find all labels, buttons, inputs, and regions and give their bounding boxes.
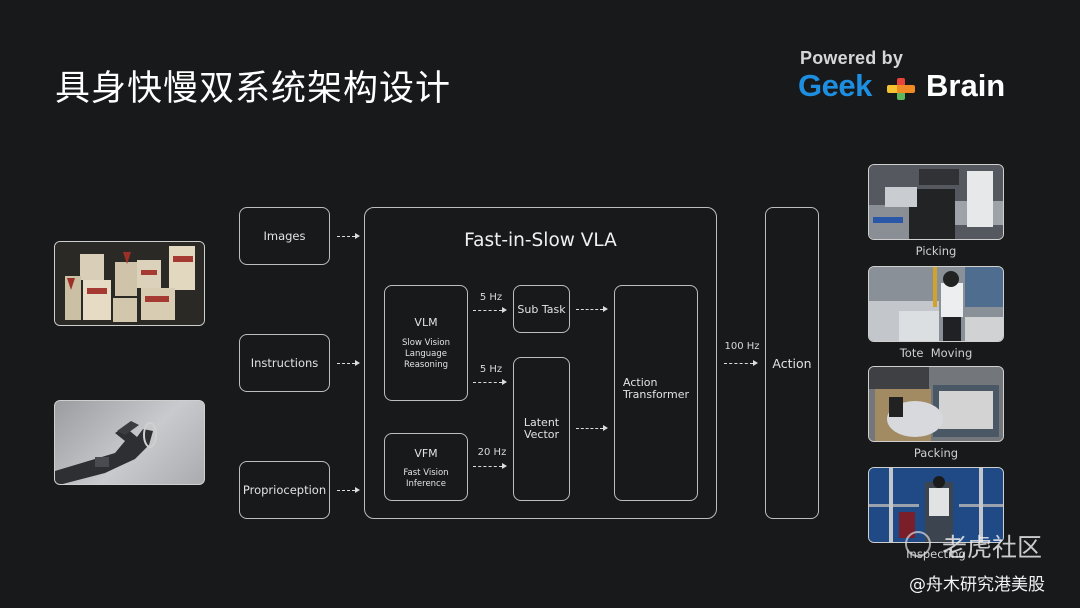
input-instructions-box: Instructions [239,334,330,392]
vfm-box: VFM Fast Vision Inference [384,433,468,501]
watermark-community: 老虎社区 [942,528,1042,564]
robotic-hand-illustration [55,421,157,484]
robotic-hand-photo [54,400,205,485]
vlm-name: VLM [414,316,438,329]
input-images-box: Images [239,207,330,265]
latent-vector-label: Latent Vector [523,416,560,441]
inspecting-illustration [869,468,1003,542]
vfm-description: Fast Vision Inference [403,468,449,489]
action-transformer-box: Action Transformer [614,285,698,501]
brand-brain-text: Brain [926,68,1006,103]
tote-moving-illustration [869,267,1003,341]
scenario-picking-photo [868,164,1004,240]
action-transformer-label: Action Transformer [623,376,690,401]
rate-vfm-to-latent: 20 Hz [477,447,507,458]
watermark-author: @舟木研究港美股 [909,575,1045,595]
vlm-box: VLM Slow Vision Language Reasoning [384,285,468,401]
geek-plus-brain-logo: Powered by Geek Brain [798,48,1028,108]
action-box: Action [765,207,819,519]
arrow-vlm-to-latent [473,379,507,385]
powered-by-text: Powered by [800,48,904,68]
arrow-latent-to-transformer [576,425,608,431]
input-instructions-label: Instructions [250,356,319,370]
packing-illustration [869,367,1003,441]
sub-task-box: Sub Task [513,285,570,333]
rate-vlm-to-latent: 5 Hz [479,364,503,375]
snack-boxes-tote-photo [54,241,205,326]
arrow-images-to-vla [337,233,360,239]
arrow-proprioception-to-vla [337,487,360,493]
input-proprioception-label: Proprioception [242,483,327,497]
watermark-community-text: 老虎社区 [942,533,1043,562]
input-images-label: Images [263,229,306,243]
arrow-vlm-to-subtask [473,307,507,313]
vla-title: Fast-in-Slow VLA [464,230,617,251]
brand-geek-text: Geek [798,68,872,103]
vlm-description: Slow Vision Language Reasoning [402,338,450,370]
latent-vector-box: Latent Vector [513,357,570,501]
snack-boxes-illustration [55,242,204,325]
scenario-tote-moving-caption: Tote Moving [899,346,973,360]
action-label: Action [772,355,812,371]
rate-vlm-to-subtask: 5 Hz [479,292,503,303]
vfm-name: VFM [414,447,438,460]
plus-icon [887,78,915,100]
arrow-vfm-to-latent [473,463,507,469]
arrow-vla-to-action [724,360,758,366]
arrow-instructions-to-vla [337,360,360,366]
rate-output: 100 Hz [724,341,760,352]
input-proprioception-box: Proprioception [239,461,330,519]
fast-in-slow-vla-container [364,207,717,519]
scenario-packing-caption: Packing [913,446,959,460]
scenario-picking-caption: Picking [915,244,957,258]
scenario-inspecting-photo [868,467,1004,543]
sub-task-label: Sub Task [517,302,566,316]
scenario-packing-photo [868,366,1004,442]
page-title: 具身快慢双系统架构设计 [55,69,452,109]
tiger-community-logo-icon [905,531,931,557]
picking-illustration [869,165,1003,239]
scenario-tote-moving-photo [868,266,1004,342]
arrow-subtask-to-transformer [576,306,608,312]
